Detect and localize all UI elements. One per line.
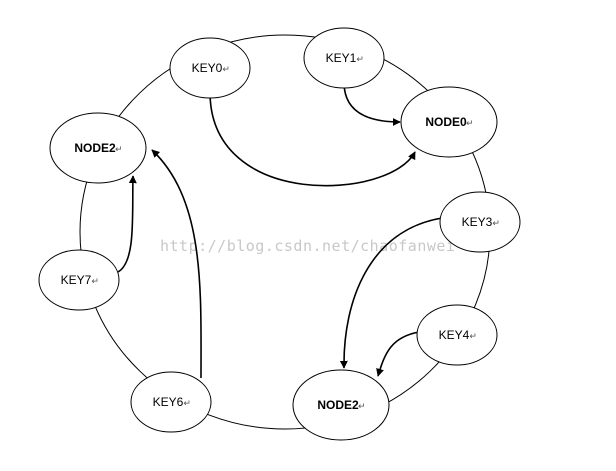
node-label: NODE0: [425, 115, 467, 129]
arrow-key0-to-node0: [209, 91, 416, 187]
arrow-key6-to-node2a: [151, 149, 202, 379]
server-node-node2b: NODE2↵: [292, 369, 390, 441]
return-mark: ↵: [466, 119, 474, 129]
nodes: KEY0↵KEY1↵NODE0↵NODE2↵KEY3↵KEY7↵KEY4↵KEY…: [38, 27, 521, 441]
server-node-node2a: NODE2↵: [49, 112, 147, 184]
node-shape: [400, 86, 498, 158]
node-label: NODE2: [317, 398, 359, 412]
key-node-key1: KEY1↵: [303, 27, 385, 89]
node-shape: [292, 369, 390, 441]
key-node-key7: KEY7↵: [38, 249, 120, 311]
arrow-key7-to-node2a: [117, 175, 137, 273]
node-label: KEY6: [153, 395, 184, 409]
arrow-key4-to-node2b: [376, 331, 420, 377]
node-label: KEY4: [439, 328, 470, 342]
node-shape: [169, 37, 251, 99]
return-mark: ↵: [222, 65, 230, 75]
node-label: KEY7: [61, 273, 92, 287]
node-shape: [303, 27, 385, 89]
node-shape: [49, 112, 147, 184]
node-label: KEY0: [192, 61, 223, 75]
node-shape: [38, 249, 120, 311]
return-mark: ↵: [469, 332, 477, 342]
server-node-node0: NODE0↵: [400, 86, 498, 158]
node-label: KEY3: [462, 215, 493, 229]
node-shape: [439, 191, 521, 253]
key-node-key4: KEY4↵: [416, 304, 498, 366]
arrow-key1-to-node0: [343, 81, 401, 126]
watermark: http://blog.csdn.net/chaofanwei: [160, 237, 455, 255]
return-mark: ↵: [91, 277, 99, 287]
node-shape: [416, 304, 498, 366]
key-node-key0: KEY0↵: [169, 37, 251, 99]
return-mark: ↵: [358, 402, 366, 412]
node-shape: [130, 371, 212, 433]
key-node-key3: KEY3↵: [439, 191, 521, 253]
edges: [117, 81, 443, 379]
arrow-key3-to-node2b: [339, 217, 443, 369]
return-mark: ↵: [183, 399, 191, 409]
key-node-key6: KEY6↵: [130, 371, 212, 433]
return-mark: ↵: [115, 145, 123, 155]
node-label: KEY1: [326, 51, 357, 65]
node-label: NODE2: [74, 141, 116, 155]
return-mark: ↵: [492, 219, 500, 229]
return-mark: ↵: [356, 55, 364, 65]
